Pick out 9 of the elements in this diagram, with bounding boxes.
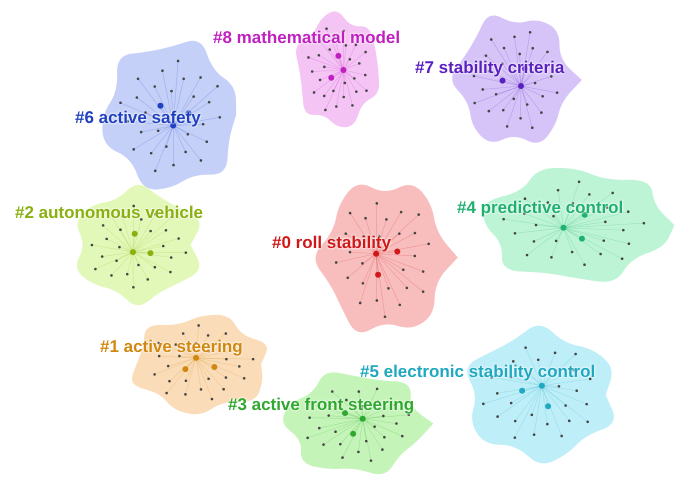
cluster-label: #1 active steering [100, 337, 243, 357]
cluster-label: #7 stability criteria [415, 58, 564, 78]
cluster-label: #0 roll stability [272, 233, 392, 253]
cluster-label: #6 active safety [75, 108, 201, 128]
cluster-label: #3 active front steering [228, 395, 414, 415]
cluster-label: #4 predictive control [457, 198, 624, 218]
cluster-label: #8 mathematical model [213, 28, 400, 48]
cluster-label: #2 autonomous vehicle [15, 203, 203, 223]
cluster-label: #5 electronic stability control [360, 362, 596, 382]
